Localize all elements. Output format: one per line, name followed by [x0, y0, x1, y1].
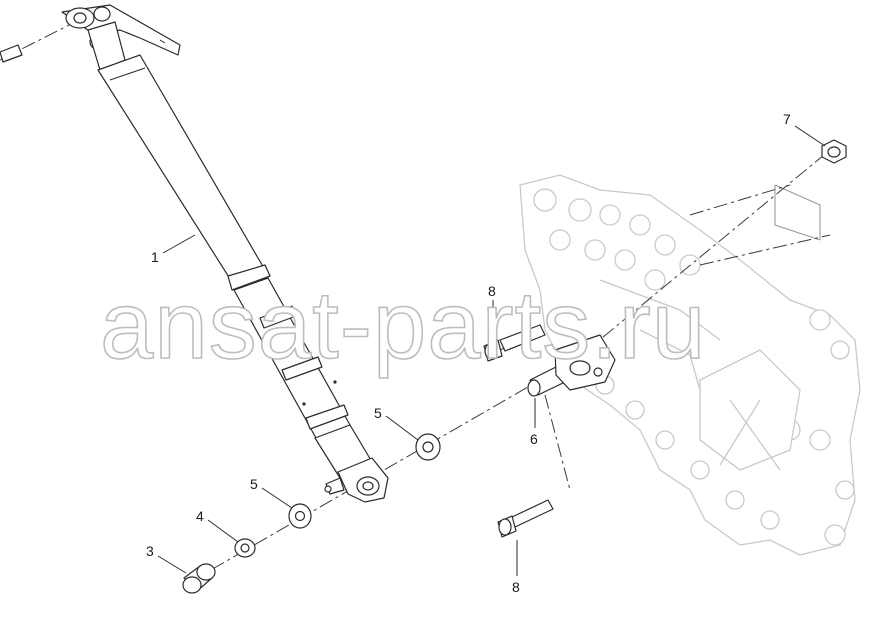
- callout-5-lower: 5: [250, 476, 258, 492]
- pin-top-left: [0, 44, 23, 63]
- callout-6: 6: [530, 431, 538, 447]
- bushing: [182, 563, 216, 594]
- washer-upper: [415, 433, 441, 461]
- washer-spacer: [234, 538, 256, 558]
- callout-5-upper: 5: [374, 405, 382, 421]
- washer-lower: [288, 503, 312, 529]
- callout-8-upper: 8: [488, 283, 496, 299]
- strut-assembly: [61, 4, 389, 503]
- callout-3: 3: [146, 543, 154, 559]
- gearbox-housing: [519, 174, 861, 556]
- callout-4: 4: [196, 508, 204, 524]
- callout-1: 1: [151, 249, 159, 265]
- callout-7: 7: [783, 111, 791, 127]
- callout-labels: 1 3 4 5 5 6 7 8 8: [146, 111, 791, 595]
- watermark-text: ansat-parts.ru: [100, 272, 706, 379]
- stud-shaft: [527, 334, 616, 397]
- nut: [821, 139, 847, 164]
- callout-8-lower: 8: [512, 579, 520, 595]
- leader-lines: [157, 125, 826, 576]
- bolt-lower: [497, 499, 554, 538]
- bolt-upper: [483, 324, 546, 362]
